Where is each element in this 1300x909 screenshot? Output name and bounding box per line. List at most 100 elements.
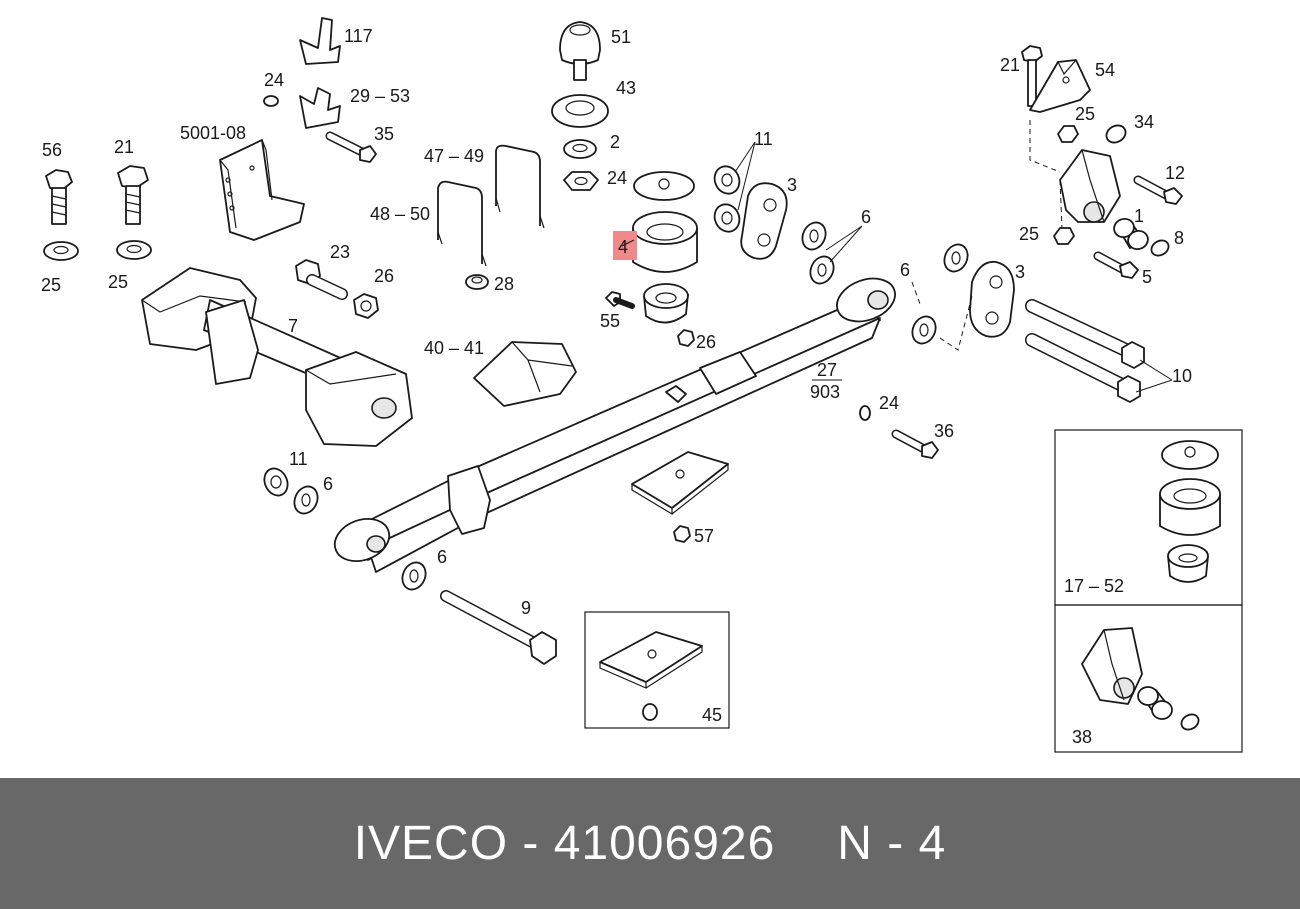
highlight-marker	[613, 231, 637, 260]
callout-903: 903	[810, 382, 840, 402]
callout-43: 43	[616, 78, 636, 98]
callout-28: 28	[494, 274, 514, 294]
cup-43	[551, 94, 609, 128]
callout-3a: 3	[787, 175, 797, 195]
callout-24b: 24	[607, 168, 627, 188]
hanger-bracket	[1059, 149, 1121, 223]
washer-25a	[43, 241, 79, 261]
callout-57: 57	[694, 526, 714, 546]
callout-17-52: 17 – 52	[1064, 576, 1124, 596]
bump-stop-51	[559, 21, 601, 81]
bracket-54	[1029, 59, 1091, 113]
bolt-21a	[117, 165, 149, 225]
washer-6-right	[911, 243, 969, 345]
bolts-10	[1025, 299, 1145, 403]
leader-lines	[621, 141, 1173, 393]
callout-38: 38	[1072, 727, 1092, 747]
callout-12: 12	[1165, 163, 1185, 183]
shackle-3-right	[969, 260, 1015, 338]
callout-34: 34	[1134, 112, 1154, 132]
clip-29-53	[299, 87, 341, 129]
callout-117: 117	[344, 26, 373, 46]
callout-51: 51	[611, 27, 631, 47]
callout-24c: 24	[879, 393, 899, 413]
bolt-35	[325, 131, 377, 163]
callout-3b: 3	[1015, 262, 1025, 282]
callout-48-50: 48 – 50	[370, 204, 430, 224]
callout-56: 56	[42, 140, 62, 160]
nut-26a	[353, 293, 379, 319]
nut-24c	[859, 405, 871, 421]
callout-24a: 24	[264, 70, 284, 90]
bolt-36	[891, 429, 939, 459]
callout-11a: 11	[754, 129, 773, 149]
callout-6c: 6	[323, 474, 333, 494]
u-bolt-47-49	[495, 144, 545, 229]
callout-27: 27	[817, 360, 837, 380]
callout-labels: 117 24 29 – 53 35 5001-08 56 21 25 25 23…	[41, 26, 1192, 747]
callout-26a: 26	[374, 266, 394, 286]
callout-36: 36	[934, 421, 954, 441]
callout-21b: 21	[1000, 55, 1020, 75]
callout-54: 54	[1095, 60, 1115, 80]
nut-24b	[563, 171, 599, 191]
nut-26b	[677, 329, 695, 347]
callout-29-53: 29 – 53	[350, 86, 410, 106]
callout-25d: 25	[1019, 224, 1039, 244]
callout-4: 4	[618, 237, 628, 257]
nut-24a	[263, 95, 279, 107]
callout-10: 10	[1172, 366, 1192, 386]
callout-21a: 21	[114, 137, 134, 157]
washer-6-lower	[293, 485, 427, 591]
bushing-4	[632, 211, 698, 273]
bolt-23	[295, 259, 348, 300]
bolt-56	[45, 169, 73, 225]
plate-top	[633, 171, 695, 201]
bushing-1	[1113, 217, 1149, 251]
bracket-40-41	[473, 341, 577, 407]
exploded-parts-diagram: 117 24 29 – 53 35 5001-08 56 21 25 25 23…	[41, 17, 1243, 753]
callout-5001-08: 5001-08	[180, 123, 246, 143]
washer-25b	[116, 240, 152, 260]
part-number-banner: IVECO - 41006926 N - 4	[0, 778, 1300, 909]
callout-11b: 11	[289, 449, 308, 469]
nut-28	[465, 274, 489, 290]
callout-6d: 6	[437, 547, 447, 567]
inset-17-52	[1054, 429, 1243, 606]
washer-2	[563, 139, 597, 159]
nut-25c	[1057, 125, 1079, 143]
bolt-55	[605, 291, 635, 309]
shackle-3-upper	[740, 182, 788, 260]
callout-6b: 6	[900, 260, 910, 280]
callout-1: 1	[1134, 206, 1144, 226]
callout-7: 7	[288, 316, 298, 336]
nut-57	[673, 525, 691, 543]
bushing-34	[1105, 124, 1127, 144]
callout-2: 2	[610, 132, 620, 152]
bump-base	[643, 283, 689, 324]
pad-plate	[631, 451, 729, 516]
bolt-5	[1093, 251, 1139, 279]
callout-5: 5	[1142, 267, 1152, 287]
inset-38	[1054, 604, 1243, 753]
callout-26b: 26	[696, 332, 716, 352]
callout-47-49: 47 – 49	[424, 146, 484, 166]
callout-23: 23	[330, 242, 350, 262]
brand-part-number: IVECO - 41006926	[353, 817, 776, 870]
washer-6-upper	[801, 221, 835, 285]
bolt-12	[1133, 175, 1183, 205]
crossmember-7	[141, 267, 413, 447]
callout-35: 35	[374, 124, 394, 144]
inset-45	[584, 611, 730, 729]
callout-25b: 25	[108, 272, 128, 292]
callout-55: 55	[600, 311, 620, 331]
callout-25c: 25	[1075, 104, 1095, 124]
u-bolt-48-50	[437, 180, 487, 267]
clip-117	[299, 17, 341, 65]
bushing-11-lower	[263, 467, 289, 497]
nut-25d	[1053, 227, 1075, 245]
callout-8: 8	[1174, 228, 1184, 248]
callout-6a: 6	[861, 207, 871, 227]
callout-25a: 25	[41, 275, 61, 295]
callout-9: 9	[521, 598, 531, 618]
